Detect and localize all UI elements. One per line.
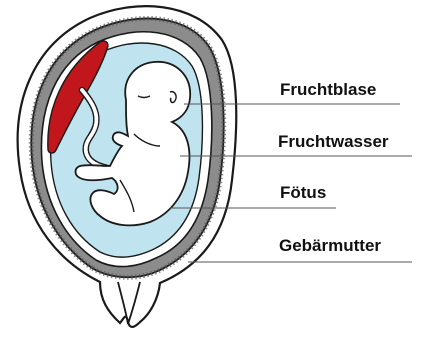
label-foetus: Fötus <box>280 183 326 203</box>
label-fruchtwasser: Fruchtwasser <box>278 132 389 152</box>
label-fruchtblase: Fruchtblase <box>280 80 376 100</box>
label-gebaermutter: Gebärmutter <box>279 236 381 256</box>
